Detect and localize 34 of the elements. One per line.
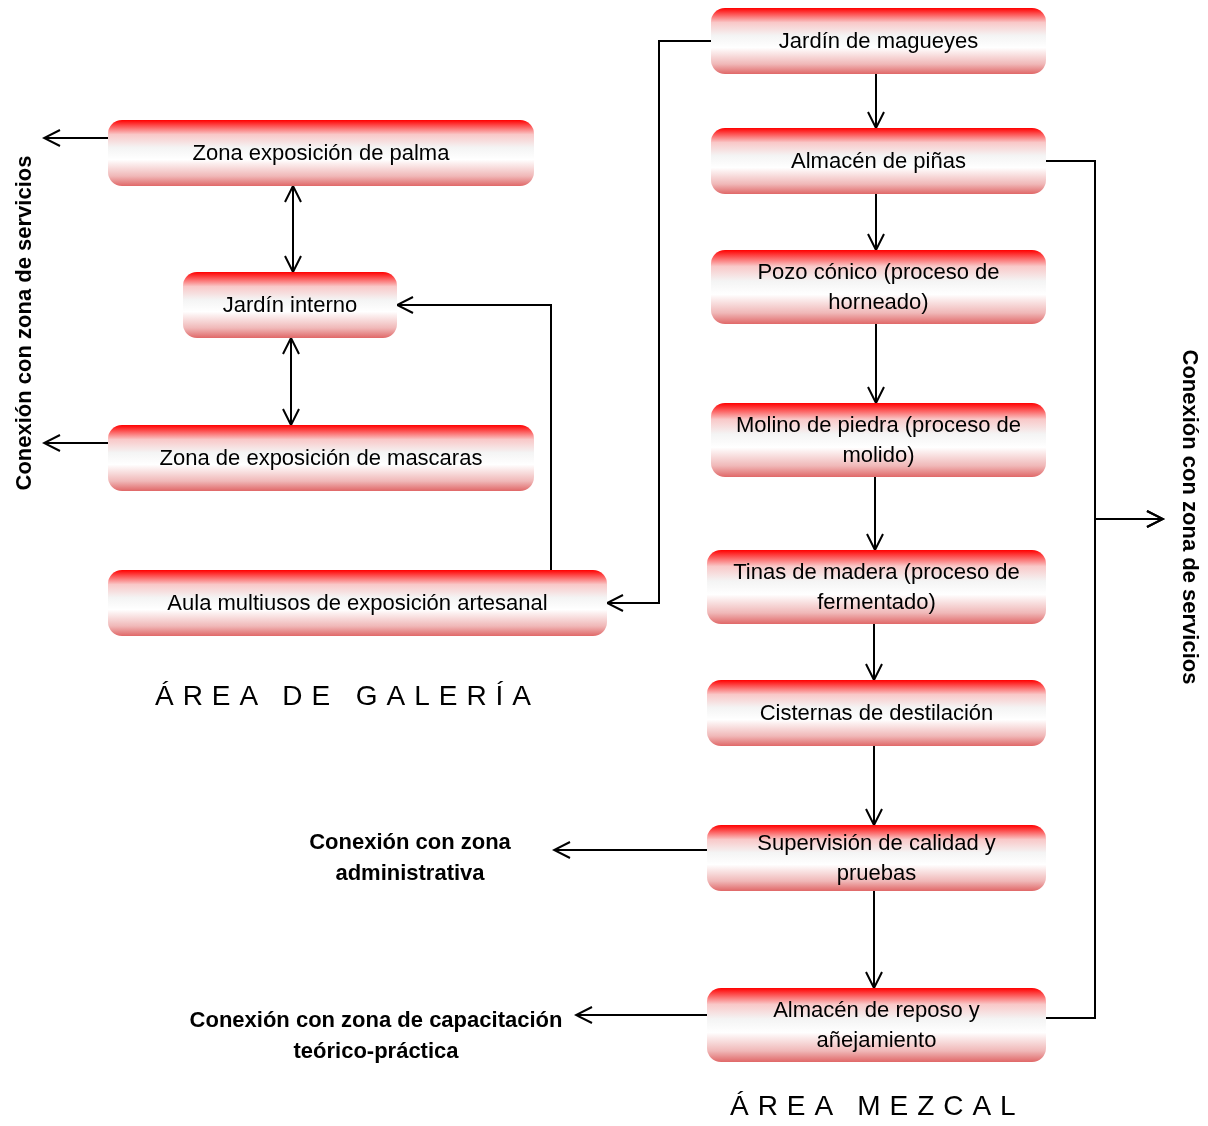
arrow	[865, 623, 883, 681]
arrow	[282, 337, 300, 426]
zone-box: Jardín de magueyes	[711, 8, 1046, 74]
arrow	[865, 745, 883, 826]
zone-box: Zona exposición de palma	[108, 120, 534, 186]
connection-label: Conexión con zona de servicios	[1175, 312, 1205, 722]
connection-label: Conexión con zona de servicios	[9, 118, 39, 528]
zone-box: Zona de exposición de mascaras	[108, 425, 534, 491]
arrow	[1045, 510, 1164, 1019]
zone-box: Pozo cónico (proceso de horneado)	[711, 250, 1046, 324]
zone-box: Tinas de madera (proceso de fermentado)	[707, 550, 1046, 624]
connection-label: Conexión con zona de capacitación teórico-práctica	[180, 1004, 572, 1068]
arrow	[553, 841, 708, 859]
zone-box: Supervisión de calidad y pruebas	[707, 825, 1046, 891]
arrow	[575, 1006, 708, 1024]
zone-box: Almacén de piñas	[711, 128, 1046, 194]
zone-box: Jardín interno	[183, 272, 397, 338]
zone-box: Cisternas de destilación	[707, 680, 1046, 746]
arrow	[396, 296, 552, 571]
arrow	[867, 323, 885, 404]
arrow	[867, 73, 885, 129]
arrow	[606, 40, 712, 612]
area-title: ÁREA MEZCAL	[730, 1090, 1025, 1122]
area-title: ÁREA DE GALERÍA	[155, 680, 540, 712]
zone-box: Almacén de reposo y añejamiento	[707, 988, 1046, 1062]
arrow	[865, 890, 883, 989]
arrow	[284, 185, 302, 273]
arrow	[867, 193, 885, 251]
arrow	[866, 476, 884, 551]
arrow	[43, 434, 109, 452]
arrow	[43, 129, 109, 147]
zone-box: Aula multiusos de exposición artesanal	[108, 570, 607, 636]
zone-box: Molino de piedra (proceso de molido)	[711, 403, 1046, 477]
connection-label: Conexión con zona administrativa	[270, 826, 550, 890]
